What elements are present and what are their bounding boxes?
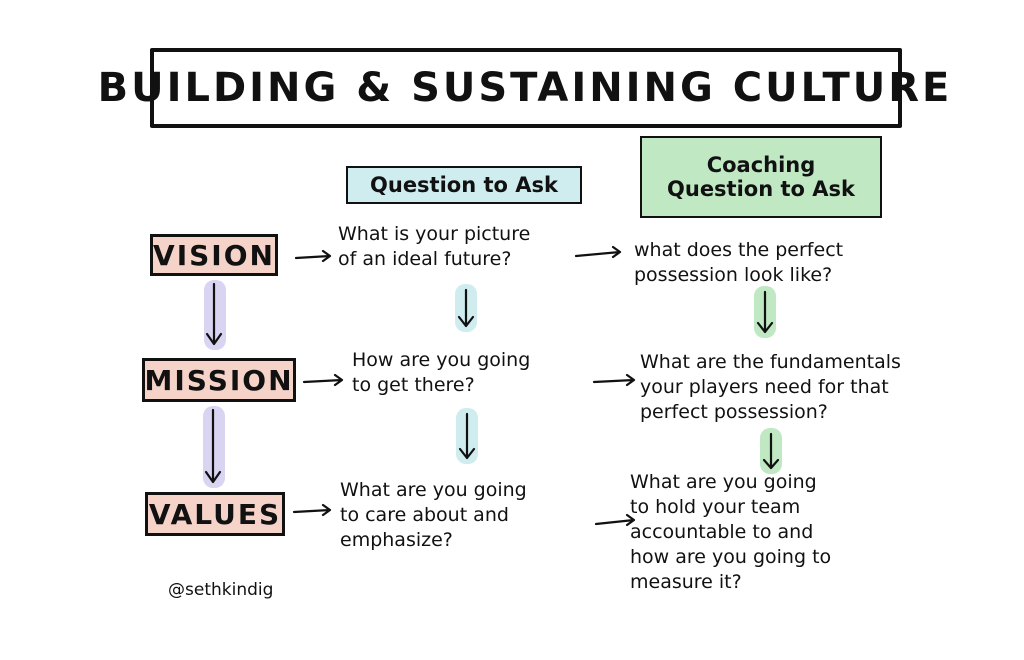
title-frame [150,48,902,128]
coaching-question-values: What are you going to hold your team acc… [630,471,832,593]
column-header-question: Question to Ask [346,166,582,204]
row-label-vision: Vision [150,234,278,276]
arrow-vision-to-question [294,249,332,263]
arrow-mission-to-question [302,373,344,387]
coaching-question-vision: what does the perfect possession look li… [634,239,844,286]
arrow-values-to-question [292,503,332,517]
author-signature: @sethkindig [168,580,274,600]
page-title: Building & Sustaining Culture [97,65,953,111]
arrow-vision-to-mission [205,282,223,346]
column-header-coaching-question: Coaching Question to Ask [640,136,882,218]
arrow-question-mission-to-values [458,412,476,460]
arrow-question-to-coaching-vision [574,245,622,259]
arrow-question-vision-to-mission [457,288,475,328]
arrow-coaching-vision-to-mission [756,290,774,334]
arrow-question-to-coaching-mission [592,373,636,387]
coaching-question-mission: What are the fundamentals your players n… [640,351,901,423]
question-values: What are you going to care about and emp… [340,479,527,551]
arrow-question-to-coaching-values [594,513,636,527]
row-label-values: Values [145,492,285,536]
arrow-coaching-mission-to-values [762,432,780,470]
arrow-mission-to-values [204,408,222,484]
question-vision: What is your picture of an ideal future? [338,223,531,270]
question-mission: How are you going to get there? [352,349,531,396]
row-label-mission: Mission [142,358,296,402]
